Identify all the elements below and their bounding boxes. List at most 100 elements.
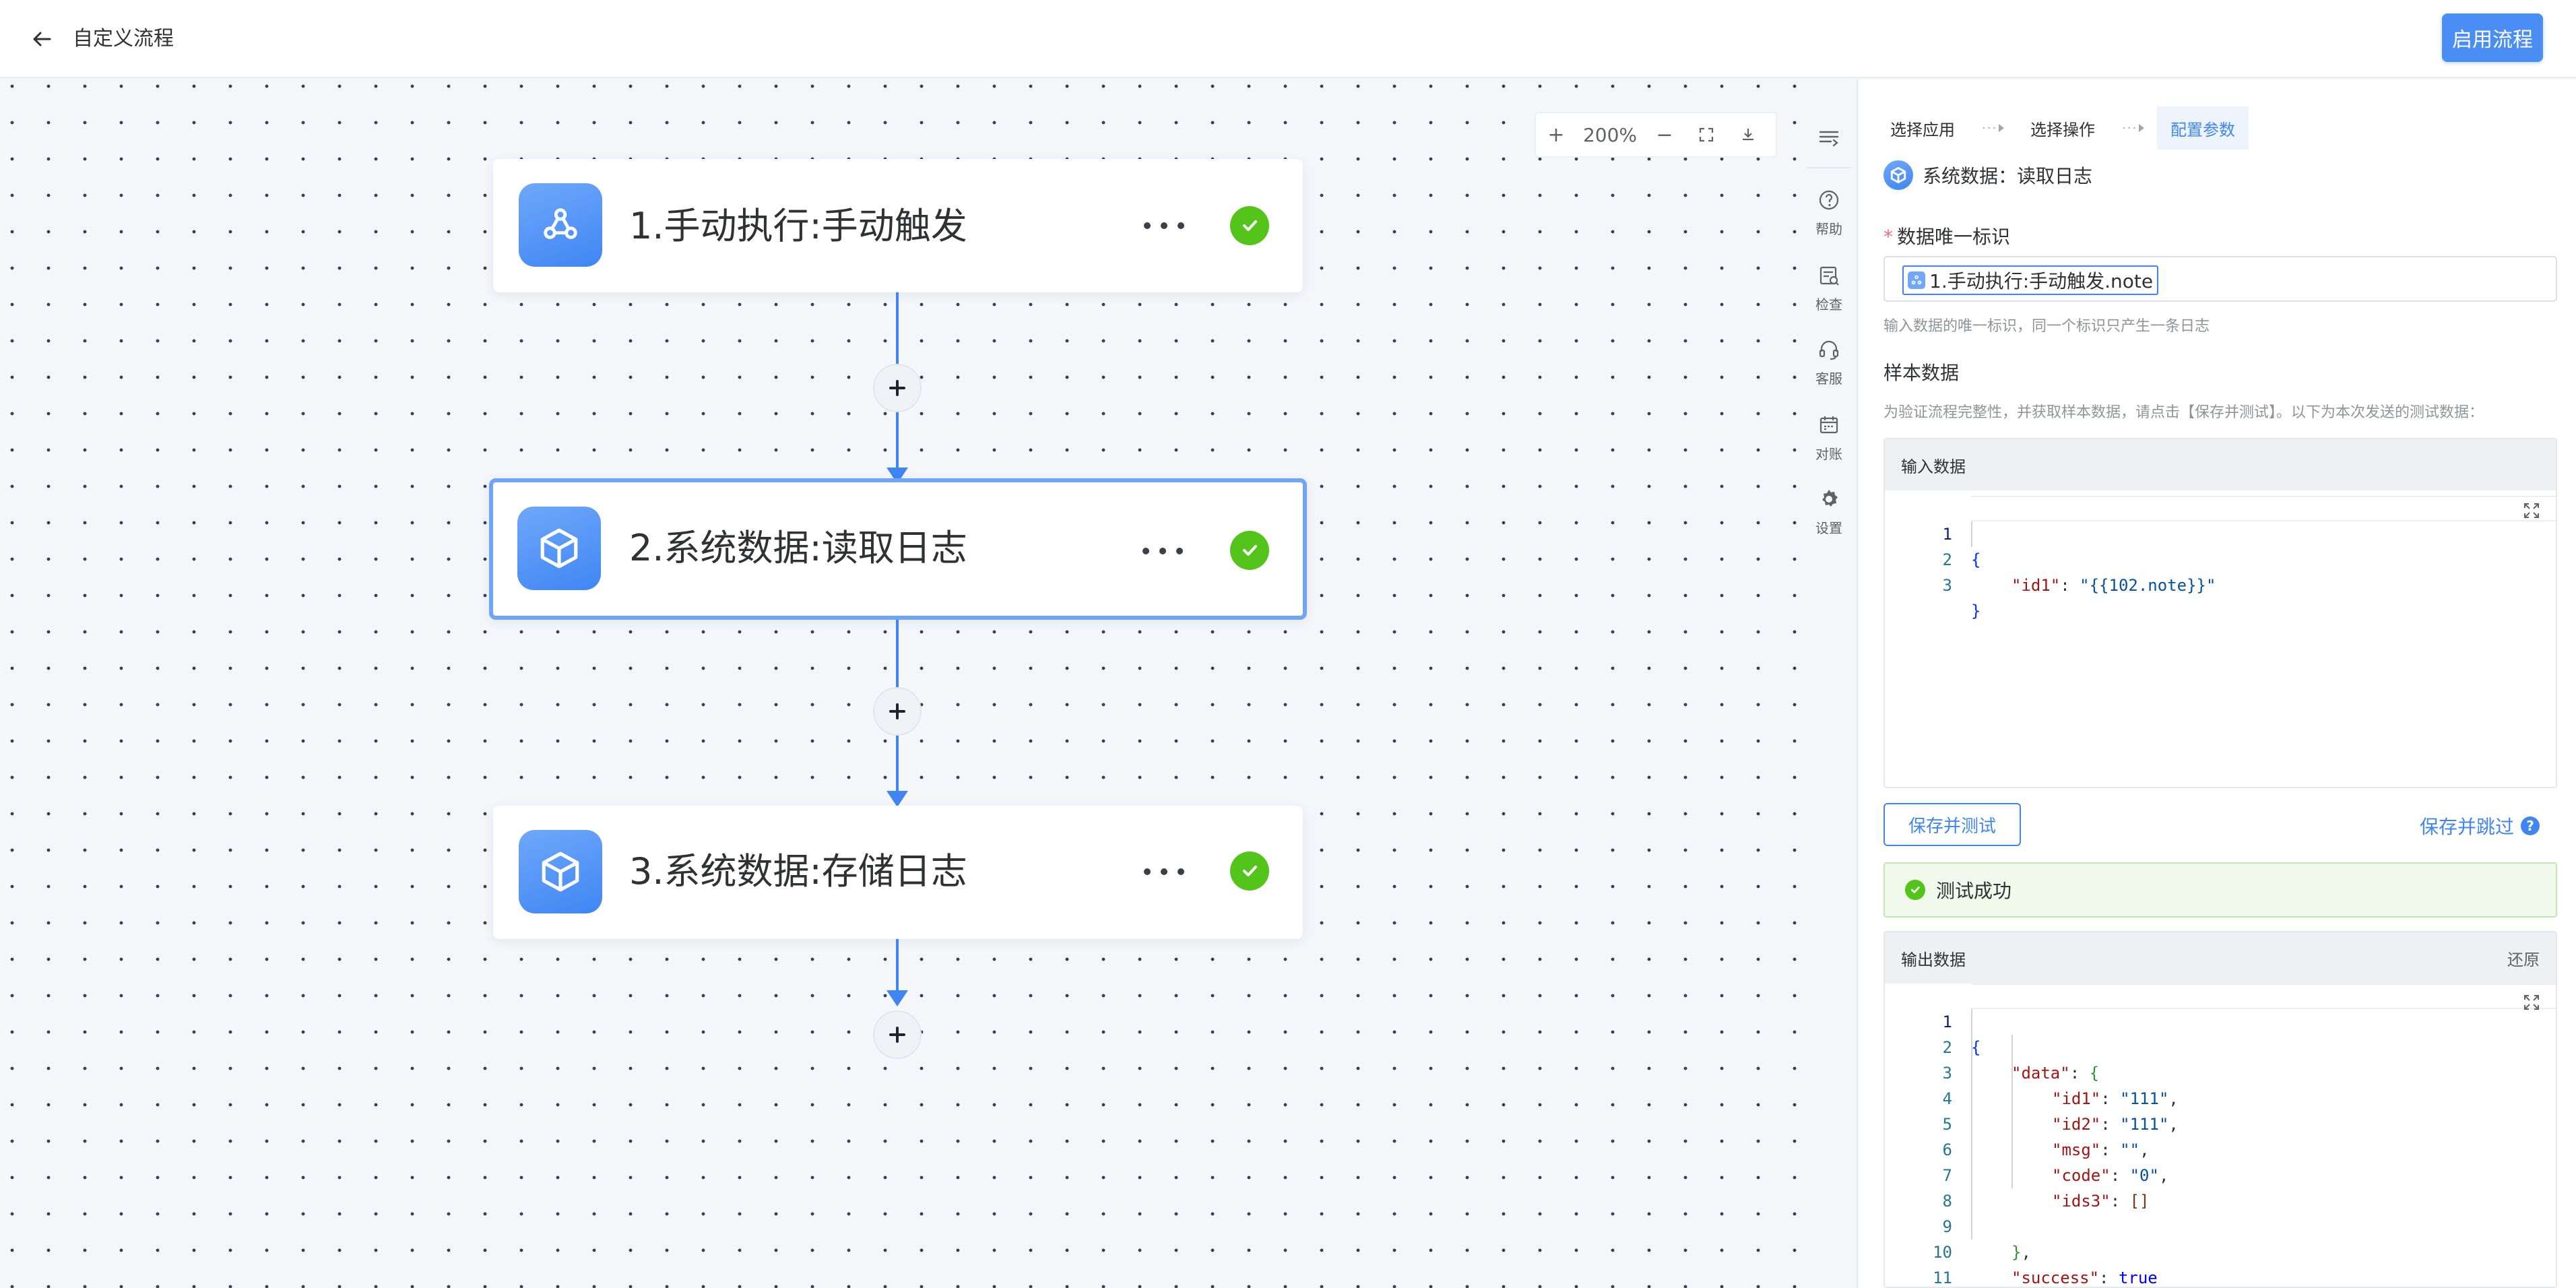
code-line: 5 "msg": "",: [1885, 1086, 2556, 1159]
code-line: 4 "id2": "111",: [1885, 1060, 2556, 1134]
rail-label: 帮助: [1815, 221, 1842, 237]
json-brace: }: [2011, 1243, 2022, 1262]
code-text: "code": "0",: [2052, 1166, 2169, 1185]
cube-icon: [1883, 160, 1913, 190]
variable-chip-text: 1.手动执行:手动触发.note: [1929, 270, 2154, 292]
expand-icon[interactable]: [2522, 501, 2541, 520]
more-options-icon[interactable]: [1142, 544, 1183, 558]
download-icon[interactable]: [1727, 113, 1769, 156]
question-icon[interactable]: ?: [2521, 816, 2540, 835]
step-arrow-icon: ···: [1982, 106, 2005, 150]
step-select-app[interactable]: 选择应用: [1890, 120, 1955, 139]
rail-item-reconcile[interactable]: 对账: [1800, 414, 1858, 463]
line-number: 4: [1942, 1089, 1952, 1108]
more-options-icon[interactable]: [1144, 865, 1184, 878]
line-number: 2: [1942, 1038, 1952, 1057]
line-number: 1: [1942, 525, 1952, 544]
success-check-icon: [1230, 851, 1269, 891]
more-options-icon[interactable]: [1144, 219, 1184, 232]
flow-node-3[interactable]: 3.系统数据:存储日志: [493, 806, 1303, 939]
line-number: 7: [1942, 1166, 1952, 1185]
rail-label: 对账: [1815, 446, 1842, 462]
input-data-header: 输入数据: [1885, 439, 2556, 490]
json-value: "{{102.note}}": [2080, 576, 2216, 595]
rail-item-help[interactable]: 帮助: [1800, 189, 1858, 238]
code-text: "msg": "",: [2052, 1140, 2150, 1159]
json-value: []: [2129, 1192, 2150, 1211]
json-value: "111": [2120, 1089, 2169, 1108]
check-list-icon: [1820, 266, 1839, 286]
rail-label: 检查: [1815, 296, 1842, 313]
line-number: 10: [1933, 1243, 1952, 1262]
enable-flow-button[interactable]: 启用流程: [2442, 13, 2543, 62]
code-text: "id1": "{{102.note}}": [2011, 576, 2216, 595]
code-line: 6 "code": "0",: [1885, 1112, 2556, 1185]
flow-node-2[interactable]: 2.系统数据:读取日志: [489, 478, 1307, 620]
required-mark: *: [1883, 226, 1893, 248]
output-data-editor[interactable]: 输出数据 还原 1 { 2 "data": { 3 "id1": "111", …: [1883, 931, 2557, 1288]
output-data-title: 输出数据: [1901, 950, 1966, 969]
code-text: {: [1971, 550, 1981, 569]
code-text: },: [2011, 1243, 2031, 1262]
indent-guide: [1971, 521, 1972, 547]
line-number: 6: [1942, 1140, 1952, 1159]
flow-canvas[interactable]: + 200% − 1.手动执行:手动触发: [0, 79, 1800, 1288]
zoom-in-button[interactable]: +: [1547, 123, 1565, 147]
rail-item-service[interactable]: 客服: [1800, 338, 1858, 387]
rail-item-settings[interactable]: 设置: [1800, 488, 1858, 537]
json-key: "data": [2011, 1064, 2070, 1083]
step-arrow-icon: ···: [2122, 106, 2146, 150]
webhook-icon: [519, 183, 602, 267]
config-panel: 选择应用 ··· 选择操作 ··· 配置参数 系统数据：读取日志 *数据唯一标识…: [1859, 79, 2576, 1288]
rail-item-outline[interactable]: [1800, 127, 1858, 150]
test-success-alert: 测试成功: [1883, 862, 2557, 917]
line-number: 2: [1942, 550, 1952, 569]
step-separator: ···: [2122, 121, 2138, 135]
headset-icon: [1819, 340, 1839, 360]
id-field-label: *数据唯一标识: [1883, 222, 2010, 249]
page-title: 自定义流程: [73, 27, 174, 51]
flow-node-1[interactable]: 1.手动执行:手动触发: [493, 159, 1303, 292]
back-arrow-icon[interactable]: [27, 24, 57, 54]
id-field-label-text: 数据唯一标识: [1897, 226, 2011, 248]
input-data-editor[interactable]: 输入数据 1 { 2 "id1": "{{102.note}}" 3 }: [1883, 438, 2557, 788]
step-breadcrumb: 选择应用 ··· 选择操作 ··· 配置参数: [1859, 106, 2576, 150]
add-step-button[interactable]: [873, 687, 922, 736]
code-line: 8: [1885, 1163, 2556, 1211]
cube-icon: [519, 830, 602, 913]
code-line: 1 {: [1885, 984, 2556, 1057]
zoom-level: 200%: [1582, 123, 1638, 146]
panel-heading: 系统数据：读取日志: [1923, 165, 2093, 187]
gear-icon: [1822, 490, 1838, 507]
side-tool-rail: 帮助 检查 客服 对账 设置: [1800, 79, 1858, 1288]
json-key: "id1": [2052, 1089, 2101, 1108]
restore-button[interactable]: 还原: [2507, 950, 2540, 969]
json-value: "": [2120, 1140, 2140, 1159]
save-and-test-button[interactable]: 保存并测试: [1883, 803, 2021, 846]
step-select-action[interactable]: 选择操作: [2030, 120, 2095, 139]
code-line: 1 {: [1885, 496, 2556, 569]
rail-divider: [1807, 167, 1851, 168]
zoom-out-button[interactable]: −: [1656, 123, 1673, 147]
sample-data-hint: 为验证流程完整性，并获取样本数据，请点击【保存并测试】。以下为本次发送的测试数据…: [1883, 404, 2484, 421]
step-config-params[interactable]: 配置参数: [2157, 106, 2249, 150]
json-key: "success": [2011, 1268, 2100, 1287]
sample-data-label: 样本数据: [1883, 362, 1960, 384]
add-step-button[interactable]: [873, 1010, 922, 1059]
line-number: 3: [1942, 1064, 1952, 1083]
fit-screen-icon[interactable]: [1685, 113, 1727, 156]
code-text: }: [1971, 602, 1981, 620]
code-text: "id1": "111",: [2052, 1089, 2179, 1108]
add-step-button[interactable]: [873, 364, 922, 412]
rail-label: 设置: [1815, 520, 1842, 536]
code-line: 3 }: [1885, 547, 2556, 620]
expand-icon[interactable]: [2522, 993, 2541, 1012]
rail-item-check[interactable]: 检查: [1800, 264, 1858, 313]
code-text: "data": {: [2011, 1064, 2100, 1083]
unique-id-input[interactable]: 1.手动执行:手动触发.note: [1883, 256, 2557, 302]
save-and-skip-link[interactable]: 保存并跳过 ?: [2420, 811, 2540, 841]
code-text: "ids3": []: [2052, 1192, 2150, 1211]
variable-chip[interactable]: 1.手动执行:手动触发.note: [1902, 265, 2159, 295]
step-separator: ···: [1982, 121, 1998, 135]
code-line: 3 "id1": "111",: [1885, 1035, 2556, 1108]
